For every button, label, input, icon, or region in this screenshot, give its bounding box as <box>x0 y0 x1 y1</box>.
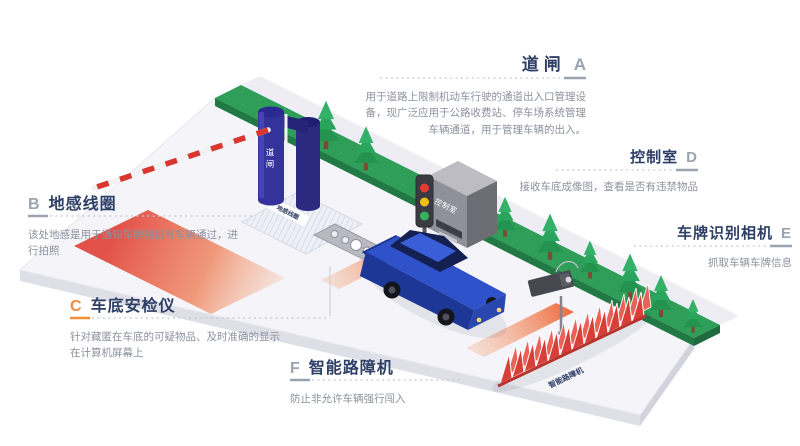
callout-control-room-title-text: 控制室 <box>630 149 679 166</box>
callout-roadblock-letter: F <box>290 360 301 377</box>
traffic-light-red <box>420 183 429 193</box>
callout-plate-camera-title-text: 车牌识别相机 <box>676 225 773 242</box>
callout-ground-loop-title-text: 地感线圈 <box>48 196 117 213</box>
callout-control-room-desc: 接收车底成像图，查看是否有违禁物品 <box>519 181 699 193</box>
callout-control-room-title: 控制室 D <box>478 146 698 167</box>
traffic-light-yellow <box>420 197 429 207</box>
callout-roadblock-title-text: 智能路障机 <box>308 360 394 377</box>
callout-control-room: 控制室 D 接收车底成像图，查看是否有违禁物品 <box>478 146 699 195</box>
callout-gate-desc: 用于道路上限制机动车行驶的通道出入口管理设备，现广泛应用于公路收费站、停车场系统… <box>365 91 587 136</box>
control-room: 控制室 <box>428 161 497 248</box>
callout-scanner-letter: C <box>70 298 83 315</box>
car <box>360 230 507 339</box>
callout-ground-loop-letter: B <box>28 196 41 213</box>
callout-gate-title-text: 道闸 <box>521 55 566 74</box>
callout-scanner-title-text: 车底安检仪 <box>90 298 176 315</box>
car-headlight <box>496 307 502 313</box>
traffic-light-green <box>420 211 429 221</box>
callout-plate-camera-title: 车牌识别相机 E <box>572 222 792 243</box>
scan-band-front <box>466 303 574 357</box>
callout-scanner: C 车底安检仪 针对藏匿在车底的可疑物品、及时准确的显示在计算机屏幕上 <box>70 292 284 362</box>
callout-roadblock-desc: 防止非允许车辆强行闯入 <box>290 393 406 405</box>
callout-control-room-letter: D <box>686 149 698 166</box>
leader-lines <box>28 76 792 382</box>
barrier-arm <box>91 127 271 191</box>
callout-ground-loop-title: B 地感线圈 <box>28 190 242 214</box>
callout-plate-camera-desc: 抓取车辆车牌信息 <box>708 257 792 269</box>
callout-ground-loop: B 地感线圈 该处地感是用于通知车牌相机有车辆通过，进行拍照 <box>28 190 242 260</box>
callout-plate-camera-letter: E <box>780 225 792 242</box>
callout-roadblock: F 智能路障机 防止非允许车辆强行闯入 <box>290 354 504 407</box>
gate-inline-label: 道闸 <box>265 148 275 171</box>
callout-scanner-title: C 车底安检仪 <box>70 292 284 316</box>
callout-gate-letter: A <box>573 55 586 74</box>
induction-zone-gradient <box>74 210 285 314</box>
barrier-gate <box>91 106 320 211</box>
car-headlight <box>476 317 482 323</box>
callout-ground-loop-desc: 该处地感是用于通知车牌相机有车辆通过，进行拍照 <box>28 229 238 258</box>
callout-gate-title: 道闸 A <box>364 50 586 75</box>
plate-camera <box>527 261 579 335</box>
callout-plate-camera: 车牌识别相机 E 抓取车辆车牌信息 <box>572 222 792 271</box>
callout-roadblock-title: F 智能路障机 <box>290 354 504 378</box>
callout-gate: 道闸 A 用于道路上限制机动车行驶的通道出入口管理设备，现广泛应用于公路收费站、停… <box>364 50 587 138</box>
callout-scanner-desc: 针对藏匿在车底的可疑物品、及时准确的显示在计算机屏幕上 <box>70 331 280 360</box>
